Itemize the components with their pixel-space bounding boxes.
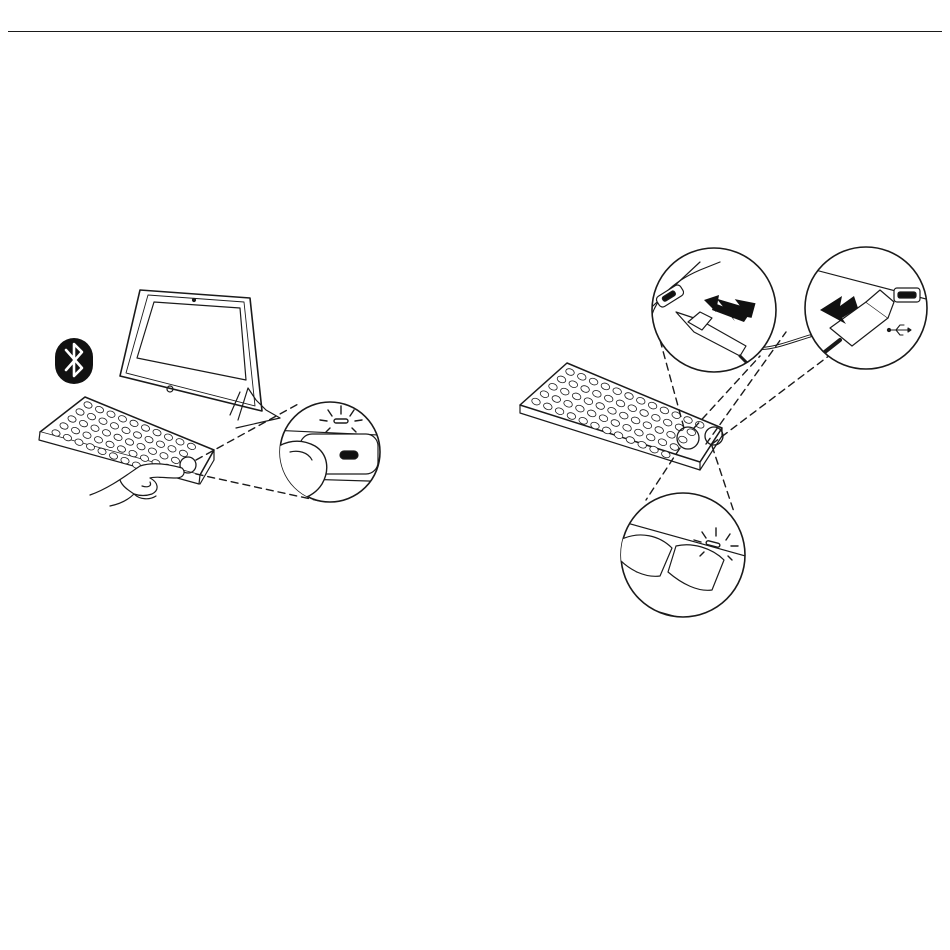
- left-panel: [39, 290, 400, 506]
- keyboard: [520, 363, 723, 470]
- right-panel: [520, 247, 930, 640]
- status-light-closeup: [616, 493, 760, 640]
- tablet: [120, 290, 280, 428]
- keyboard-base: [39, 397, 214, 484]
- plug-closeup: [800, 247, 930, 369]
- bluetooth-icon: [55, 338, 93, 384]
- button-closeup: [270, 402, 400, 502]
- port-closeup: [640, 248, 776, 376]
- hand: [90, 464, 184, 506]
